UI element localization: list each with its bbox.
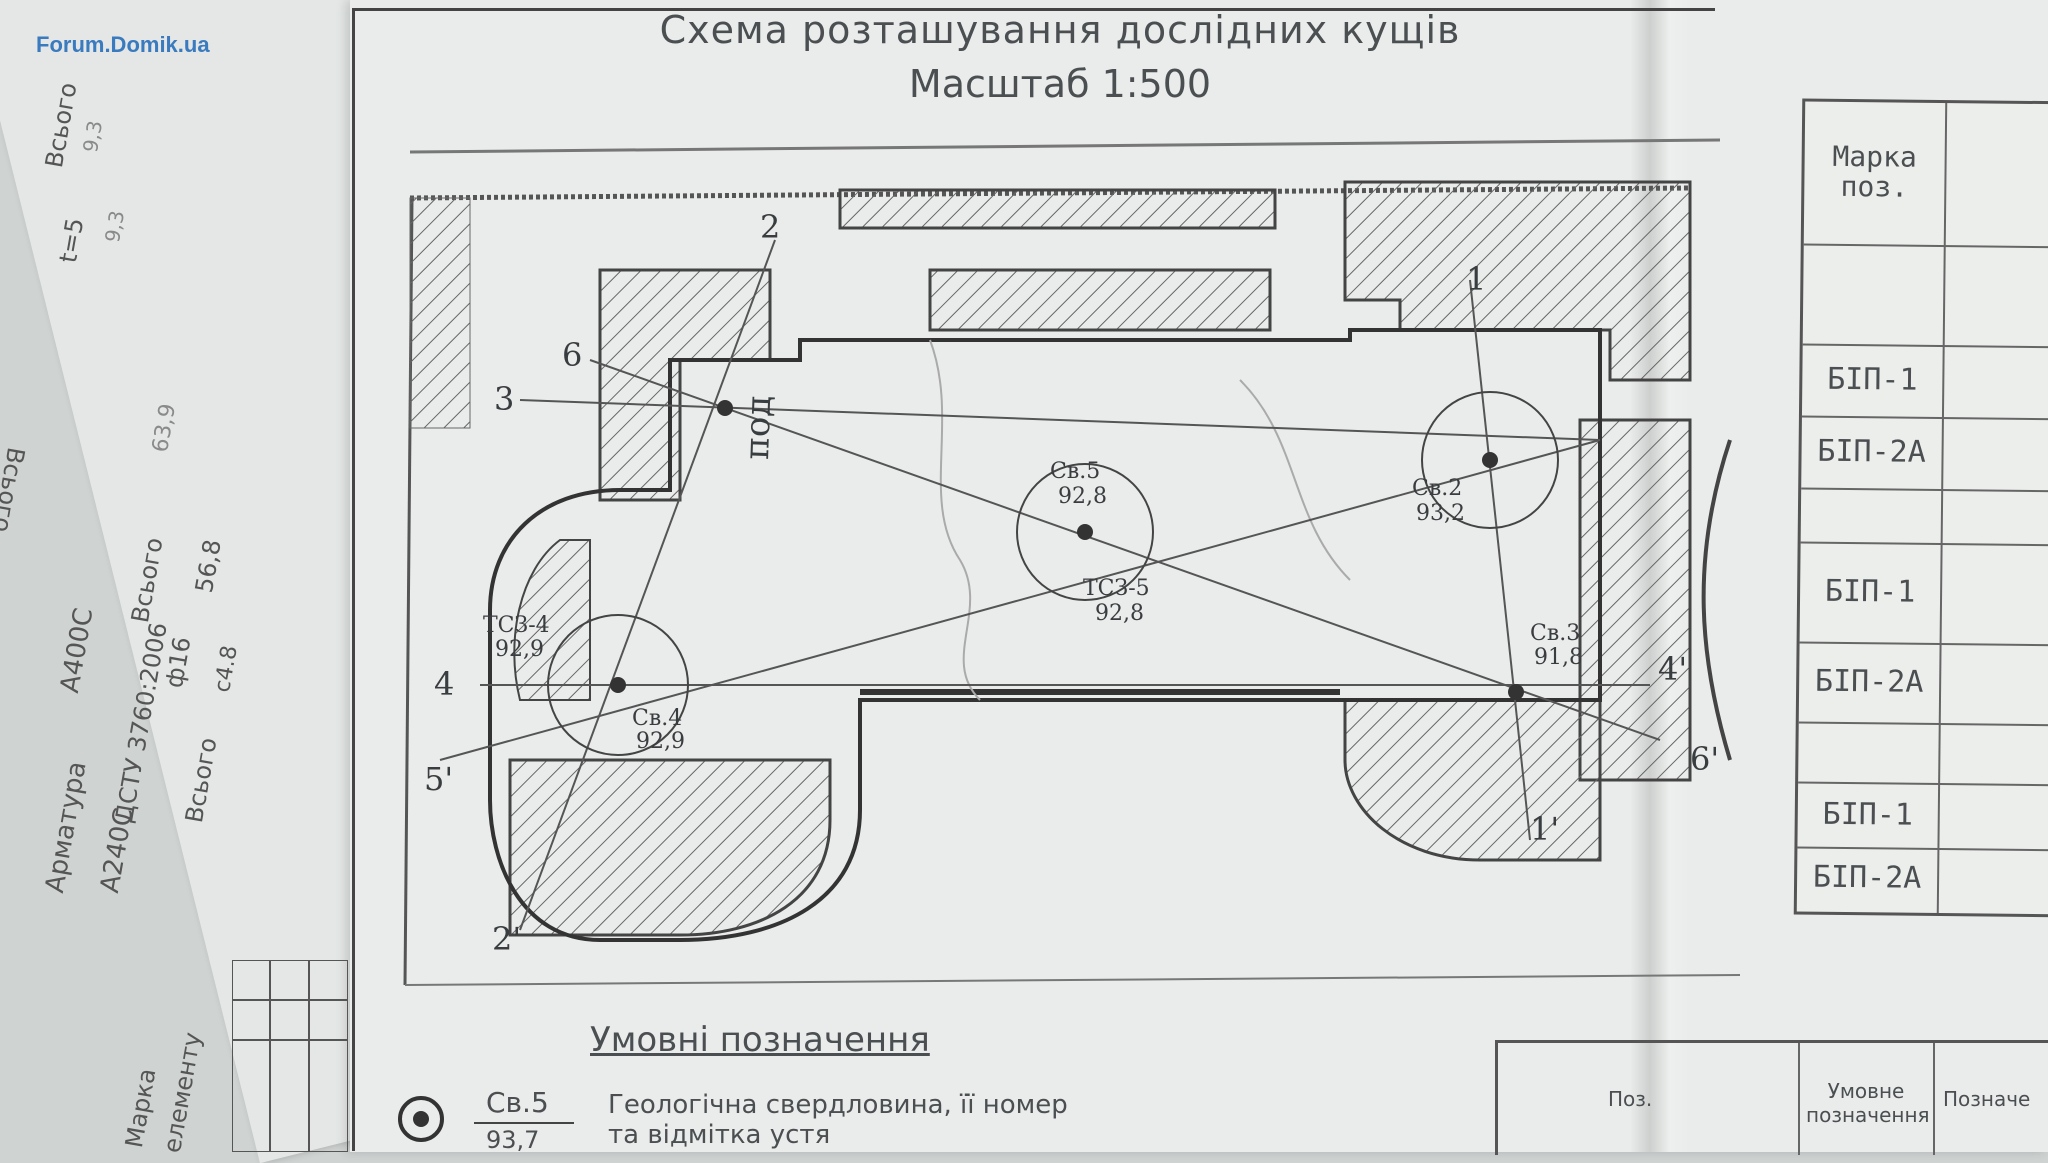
spec-row-1: БІП-1	[1827, 361, 1918, 398]
spec-row-8: БІП-2А	[1812, 859, 1922, 896]
legend-code: Св.5	[486, 1086, 549, 1119]
building-top-left	[598, 268, 772, 502]
contour-line-1	[929, 339, 981, 701]
building-bottom-right	[1343, 698, 1602, 862]
section-line-2	[519, 239, 776, 931]
building-left-strip	[409, 197, 471, 429]
forum-logo: Forum.Domik.ua	[36, 32, 210, 57]
well-circle-sv2	[1421, 391, 1559, 529]
axis-4b: 4'	[1658, 650, 1687, 688]
slope-right	[1701, 439, 1732, 761]
label-tsz4-mark: 92,9	[495, 637, 544, 662]
section-line-6	[589, 359, 1661, 741]
site-boundary-top	[409, 138, 1721, 154]
bottom-col-pos: Поз.	[1608, 1087, 1653, 1111]
building-top-right	[1343, 180, 1692, 382]
well-circle-sv5	[1016, 463, 1154, 601]
bottom-col-divider	[1798, 1043, 1800, 1155]
building-bottom-left	[508, 758, 832, 937]
drawing-title: Схема розташування дослідних кущів	[659, 8, 1461, 52]
axis-6: 6	[562, 336, 582, 374]
bottom-title-block: Поз. Умовне позначення Позначе	[1495, 1040, 2048, 1155]
spec-row-5: БІП-2А	[1814, 663, 1924, 700]
axis-5: 5'	[424, 760, 453, 798]
label-sv4-mark: 92,9	[636, 729, 685, 754]
well-point-sv3	[1508, 684, 1524, 700]
legend-row: Св.5 93,7 Геологічна свердловина, її ном…	[396, 1082, 1296, 1154]
courtyard-outline	[488, 328, 1602, 942]
legend-description-line-2: та відмітка устя	[608, 1120, 831, 1150]
building-top-block	[928, 268, 1272, 332]
section-line-5	[439, 439, 1601, 761]
title-block: Схема розташування дослідних кущів Масшт…	[560, 8, 1560, 106]
label-pod: под	[737, 395, 779, 460]
well-point-top-left	[717, 400, 733, 416]
legend-description-line-1: Геологічна свердловина, її номер	[608, 1090, 1068, 1120]
label-sv5: Св.5	[1050, 459, 1100, 484]
axis-1: 1	[1466, 260, 1486, 298]
drawing-scale: Масштаб 1:500	[908, 62, 1212, 106]
label-sv2: Св.2	[1412, 476, 1462, 501]
building-left-round	[513, 539, 591, 701]
bottom-left-grid	[232, 960, 348, 1152]
label-sv3-mark: 91,8	[1534, 645, 1583, 670]
label-tsz5-mark: 92,8	[1095, 601, 1144, 626]
axis-4: 4	[434, 665, 454, 703]
section-line-3	[519, 399, 1601, 441]
building-right	[1578, 418, 1692, 782]
bottom-col-symbol: Умовне позначення	[1806, 1079, 1930, 1127]
axis-1b: 1'	[1530, 810, 1559, 848]
label-sv4: Св.4	[632, 706, 682, 731]
spec-row-2: БІП-2А	[1817, 433, 1926, 470]
spec-header: Марка поз.	[1832, 139, 1917, 204]
building-top-strip	[838, 188, 1277, 230]
contour-line-2	[1239, 379, 1351, 581]
label-tsz5: ТСЗ-5	[1083, 576, 1150, 601]
axis-2b: 2'	[492, 920, 521, 958]
spec-row-7: БІП-1	[1822, 796, 1914, 833]
label-sv5-mark: 92,8	[1058, 484, 1107, 509]
legend-description: Геологічна свердловина, її номер та відм…	[608, 1090, 1068, 1150]
spec-table: Марка поз. БІП-1 БІП-2А БІП-1 БІП-2А БІП…	[1793, 98, 2048, 918]
well-circle-sv4	[547, 614, 689, 756]
well-point-sv4	[610, 677, 626, 693]
legend-code-sub: 93,7	[486, 1126, 540, 1154]
section-line-1	[1469, 279, 1531, 841]
well-point-sv5	[1077, 524, 1093, 540]
bottom-col-divider	[1933, 1043, 1935, 1155]
label-tsz4: ТСЗ-4	[483, 613, 550, 638]
well-point-sv2	[1482, 452, 1498, 468]
legend-code-divider	[474, 1122, 574, 1124]
legend-title: Умовні позначення	[590, 1020, 930, 1060]
drawing-frame	[352, 8, 1715, 1151]
well-symbol-icon	[398, 1096, 444, 1142]
label-sv3: Св.3	[1530, 621, 1580, 646]
label-sv2-mark: 93,2	[1416, 501, 1465, 526]
bottom-col-designation: Позначе	[1943, 1087, 2031, 1111]
axis-3: 3	[494, 380, 514, 418]
axis-6b: 6'	[1690, 740, 1719, 778]
spec-row-4: БІП-1	[1824, 573, 1916, 610]
axis-2: 2	[760, 208, 780, 246]
site-boundary-bottom	[404, 974, 1741, 986]
